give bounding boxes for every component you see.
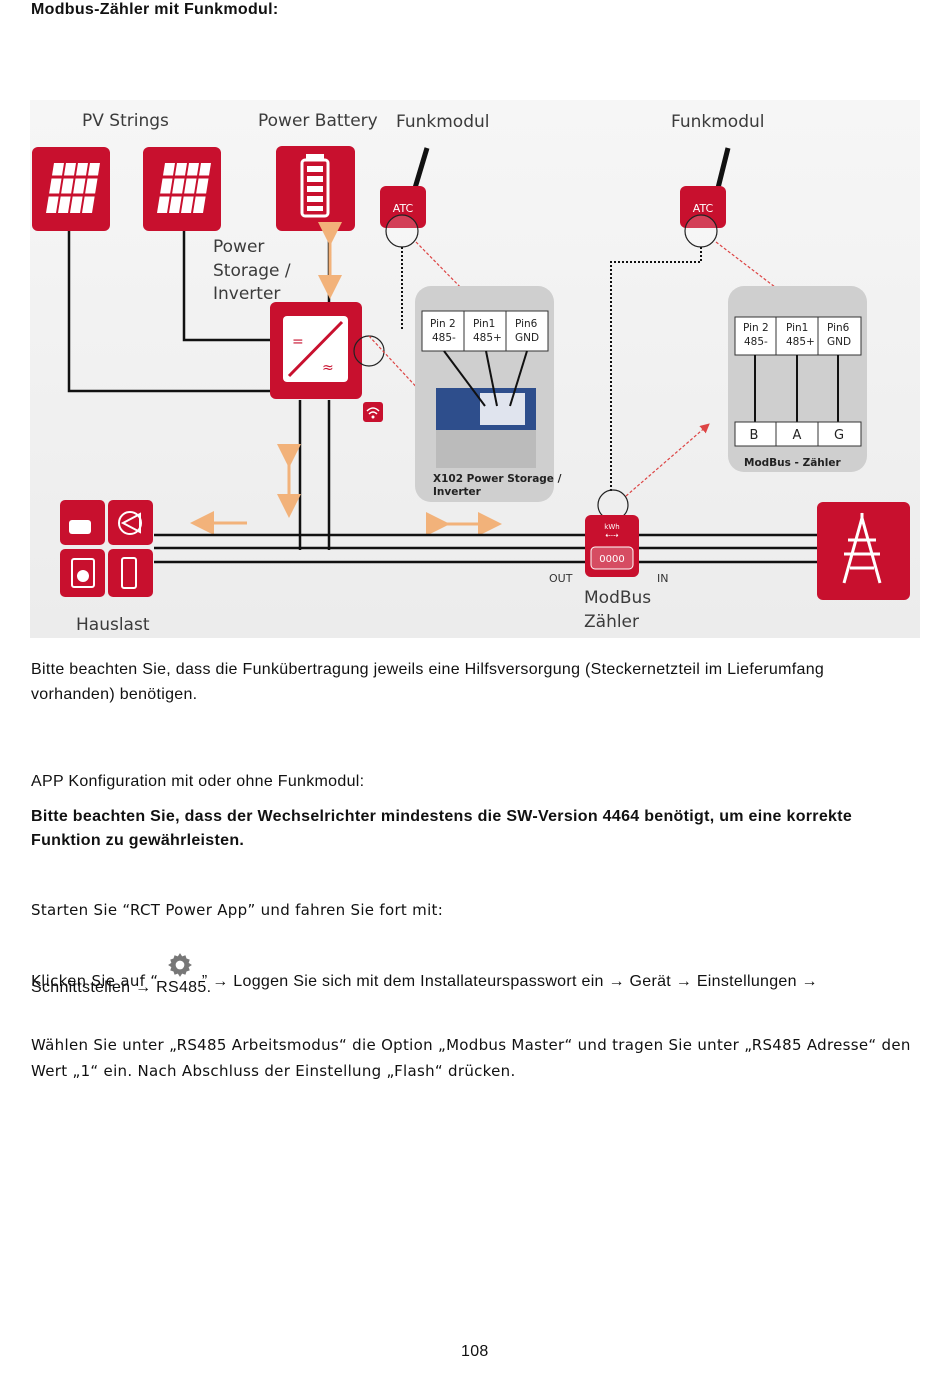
svg-text:485-: 485-	[744, 336, 768, 348]
svg-text:Pin6: Pin6	[827, 322, 850, 334]
inverter-label-2: Storage /	[213, 261, 291, 281]
svg-text:485+: 485+	[786, 336, 815, 348]
power-battery-label: Power Battery	[258, 111, 378, 131]
wiring-diagram: PV Strings Power Battery Funkmodul Funkm…	[30, 100, 920, 638]
svg-text:G: G	[834, 428, 844, 443]
section-heading: APP Konfiguration mit oder ohne Funkmodu…	[31, 773, 365, 790]
x102-terminal-panel: Pin 2 485- Pin1 485+ Pin6 GND X102 Power…	[415, 286, 562, 502]
pv-panel-icon	[143, 147, 221, 231]
svg-text:GND: GND	[827, 336, 851, 348]
svg-text:Pin 2: Pin 2	[743, 322, 769, 334]
modbus-zaehler-panel: Pin 2 485- Pin1 485+ Pin6 GND B A G ModB…	[728, 286, 867, 472]
svg-text:485-: 485-	[432, 332, 456, 344]
page-number: 108	[461, 1343, 489, 1360]
svg-text:≈: ≈	[322, 360, 334, 376]
in-label: IN	[657, 572, 668, 585]
svg-text:485+: 485+	[473, 332, 502, 344]
modbus-meter-icon: kWh ⇠⇢ 0000	[585, 515, 639, 577]
inverter-label-3: Inverter	[213, 284, 280, 304]
out-label: OUT	[549, 572, 573, 585]
gear-icon	[168, 953, 193, 977]
hauslast-label: Hauslast	[76, 615, 150, 635]
funkmodul-right-label: Funkmodul	[671, 112, 765, 132]
instruction-line-2: Schnittstellen → RS485.	[31, 979, 212, 996]
atc-right-label: ATC	[693, 202, 714, 215]
sw-version-note: Bitte beachten Sie, dass der Wechselrich…	[31, 808, 853, 825]
click-pre: Klicken Sie auf “	[31, 972, 159, 990]
modbus-label-1: ModBus	[584, 588, 651, 608]
svg-text:=: =	[292, 334, 304, 350]
power-grid-icon	[817, 502, 910, 600]
svg-text:0000: 0000	[599, 554, 624, 565]
rs485-instruction-cont: Wert „1“ ein. Nach Abschluss der Einstel…	[31, 1062, 516, 1080]
modbus-label-2: Zähler	[584, 612, 639, 632]
battery-icon	[276, 146, 355, 231]
funkmodul-left-label: Funkmodul	[396, 112, 490, 132]
paragraph-funk-cont: vorhanden) benötigen.	[31, 686, 198, 703]
svg-text:ModBus - Zähler: ModBus - Zähler	[744, 457, 841, 469]
svg-text:Pin 2: Pin 2	[430, 318, 456, 330]
atc-left-label: ATC	[393, 202, 414, 215]
wifi-icon	[363, 402, 383, 422]
svg-text:A: A	[793, 428, 802, 443]
svg-text:GND: GND	[515, 332, 539, 344]
click-post: ” → Loggen Sie sich mit dem Installateur…	[201, 973, 818, 990]
svg-text:X102 Power Storage /: X102 Power Storage /	[433, 473, 562, 485]
svg-text:Pin1: Pin1	[786, 322, 808, 334]
svg-text:⇠⇢: ⇠⇢	[605, 531, 619, 540]
rs485-instruction: Wählen Sie unter „RS485 Arbeitsmodus“ di…	[31, 1036, 911, 1054]
household-load-icon	[60, 500, 153, 597]
inverter-label-1: Power	[213, 237, 264, 257]
paragraph-funk: Bitte beachten Sie, dass die Funkübertra…	[31, 661, 825, 678]
pv-strings-label: PV Strings	[82, 111, 169, 131]
svg-text:Pin1: Pin1	[473, 318, 495, 330]
svg-text:B: B	[750, 428, 759, 443]
svg-text:Inverter: Inverter	[433, 486, 482, 498]
instruction-line: Klicken Sie auf “ ” → Loggen Sie sich mi…	[31, 952, 818, 994]
page-heading: Modbus-Zähler mit Funkmodul:	[31, 1, 279, 18]
svg-text:Pin6: Pin6	[515, 318, 538, 330]
svg-text:kWh: kWh	[604, 523, 619, 531]
atc-module-left: ATC	[380, 147, 472, 330]
inverter-icon: = ≈	[270, 302, 362, 399]
sw-version-note-cont: Funktion zu gewährleisten.	[31, 832, 245, 849]
start-app-line: Starten Sie “RCT Power App” und fahren S…	[31, 901, 444, 919]
pv-panel-icon	[32, 147, 110, 231]
atc-module-right: ATC	[610, 147, 794, 492]
